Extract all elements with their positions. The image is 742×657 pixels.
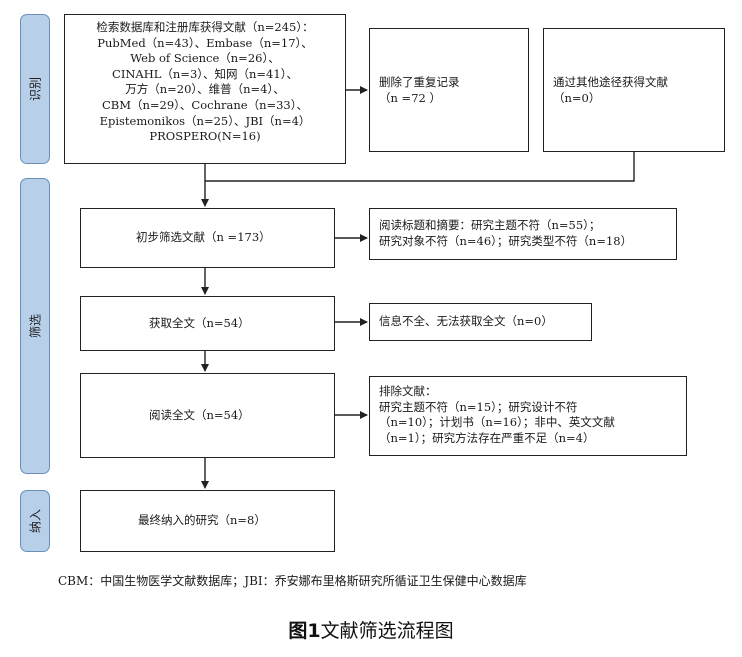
search-line: PROSPERO(N=16) [149,129,261,144]
figure-caption: 图1文献筛选流程图 [0,616,742,643]
full-text-retrieval-label: 获取全文（n=54） [149,315,250,330]
full-text-retrieval-box: 获取全文（n=54） [80,296,335,351]
other-sources-box: 通过其他途径获得文献 （n=0） [543,28,725,152]
exclusion-line: （n=10）；计划书（n=16）；非中、英文文献 [379,415,615,430]
stage-screening-label: 筛选 [28,313,43,339]
other-sources-label: 通过其他途径获得文献 [553,75,668,89]
figure-number: 图1 [288,620,321,642]
stage-identification: 识别 [20,14,50,164]
stage-inclusion-label: 纳入 [28,508,43,534]
exclusion-line: 阅读标题和摘要：研究主题不符（n=55）； [379,218,601,232]
abbreviation-footnote: CBM：中国生物医学文献数据库；JBI：乔安娜布里格斯研究所循证卫生保健中心数据… [58,574,527,588]
final-included-label: 最终纳入的研究（n=8） [138,513,266,528]
initial-screening-box: 初步筛选文献（n =173） [80,208,335,268]
search-line: 万方（n=20）、维普（n=4）、 [125,82,285,97]
exclusion-line: 研究主题不符（n=15）；研究设计不符 [379,399,578,414]
search-line: CBM（n=29）、Cochrane（n=33）、 [101,97,308,112]
full-text-read-label: 阅读全文（n=54） [149,407,250,422]
other-sources-count: （n=0） [553,90,601,105]
duplicates-count: （n =72 ） [379,90,441,105]
full-text-read-box: 阅读全文（n=54） [80,373,335,458]
initial-screening-label: 初步筛选文献（n =173） [136,230,271,245]
search-line: 检索数据库和注册库获得文献（n=245）： [96,20,314,34]
stage-screening: 筛选 [20,178,50,474]
search-line: Web of Science（n=26）、 [130,51,280,66]
full-text-exclusion-box: 排除文献： 研究主题不符（n=15）；研究设计不符 （n=10）；计划书（n=1… [369,376,687,456]
stage-identification-label: 识别 [28,76,43,102]
final-included-box: 最终纳入的研究（n=8） [80,490,335,552]
database-search-box: 检索数据库和注册库获得文献（n=245）： PubMed（n=43）、Embas… [64,14,346,164]
unavailable-full-text-label: 信息不全、无法获取全文（n=0） [379,314,553,329]
duplicates-label: 删除了重复记录 [379,75,460,89]
connector-other-sources-merge [205,152,635,182]
search-line: CINAHL（n=3）、知网（n=41）、 [112,66,298,81]
exclusion-line: 排除文献： [379,384,437,398]
search-line: Epistemonikos（n=25）、JBI（n=4） [99,113,311,128]
title-abstract-exclusion-box: 阅读标题和摘要：研究主题不符（n=55）； 研究对象不符（n=46）；研究类型不… [369,208,677,260]
unavailable-full-text-box: 信息不全、无法获取全文（n=0） [369,303,592,341]
duplicates-removed-box: 删除了重复记录 （n =72 ） [369,28,529,152]
figure-title: 文献筛选流程图 [320,620,454,642]
stage-inclusion: 纳入 [20,490,50,552]
exclusion-line: 研究对象不符（n=46）；研究类型不符（n=18） [379,233,633,248]
exclusion-line: （n=1）；研究方法存在严重不足（n=4） [379,430,595,445]
search-line: PubMed（n=43）、Embase（n=17）、 [97,35,313,50]
